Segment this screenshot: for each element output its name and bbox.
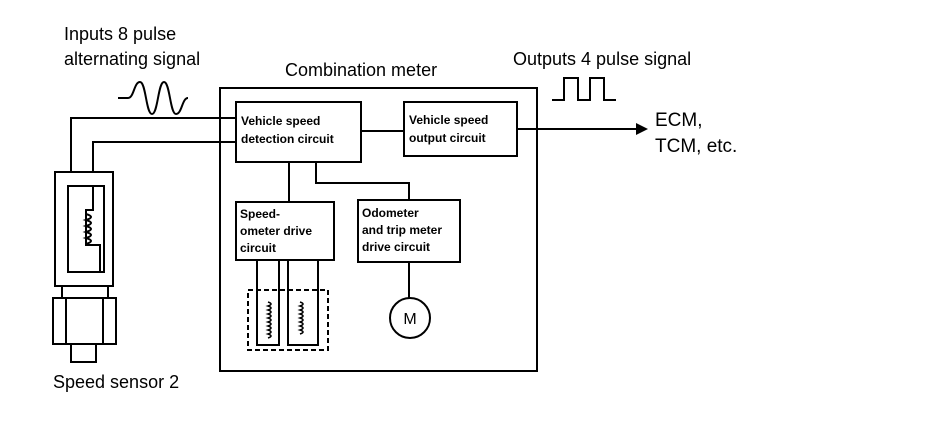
sensor-pickup-coil	[82, 213, 92, 245]
alternating-signal-icon	[118, 80, 189, 116]
sensor-wire-outer	[70, 117, 236, 172]
speed-sensor-label: Speed sensor 2	[53, 372, 179, 392]
detection-circuit-label-2: detection circuit	[241, 132, 334, 146]
gauge-coil-right	[287, 260, 319, 346]
sensor-wire-inner	[92, 141, 236, 172]
speedometer-label-2: ometer drive	[240, 224, 312, 238]
odometer-label-3: drive circuit	[362, 240, 430, 254]
output-circuit-label-1: Vehicle speed	[409, 113, 488, 127]
output-circuit-label-2: output circuit	[409, 131, 486, 145]
odometer-label-1: Odometer	[362, 206, 419, 220]
sensor-shaft	[70, 343, 97, 363]
input-signal-label-2: alternating signal	[64, 49, 200, 69]
input-signal-label-1: Inputs 8 pulse	[64, 24, 176, 44]
output-arrowhead	[636, 123, 648, 135]
detection-circuit-label-1: Vehicle speed	[241, 114, 320, 128]
gauge-coil-windings	[265, 301, 304, 339]
speedometer-label-1: Speed-	[240, 207, 280, 221]
odometer-label-2: and trip meter	[362, 223, 442, 237]
sensor-mount	[61, 285, 109, 299]
combination-meter-title: Combination meter	[285, 60, 437, 80]
gauge-coil-left	[256, 260, 280, 346]
sensor-coil-lead	[85, 186, 101, 272]
pulse-signal-icon	[552, 77, 616, 101]
motor-symbol	[389, 297, 431, 339]
ecm-label: ECM,	[655, 110, 703, 131]
output-signal-label: Outputs 4 pulse signal	[513, 49, 691, 69]
sensor-hex-nut	[52, 297, 117, 345]
speedometer-drive-box	[235, 201, 335, 261]
motor-label: M	[403, 311, 416, 328]
speedometer-label-3: circuit	[240, 241, 276, 255]
output-circuit-box	[403, 101, 518, 157]
sensor-inner-case	[67, 185, 105, 273]
detection-to-odometer-line	[315, 162, 410, 200]
tcm-label: TCM, etc.	[655, 136, 737, 157]
combination-meter-frame	[219, 87, 538, 372]
